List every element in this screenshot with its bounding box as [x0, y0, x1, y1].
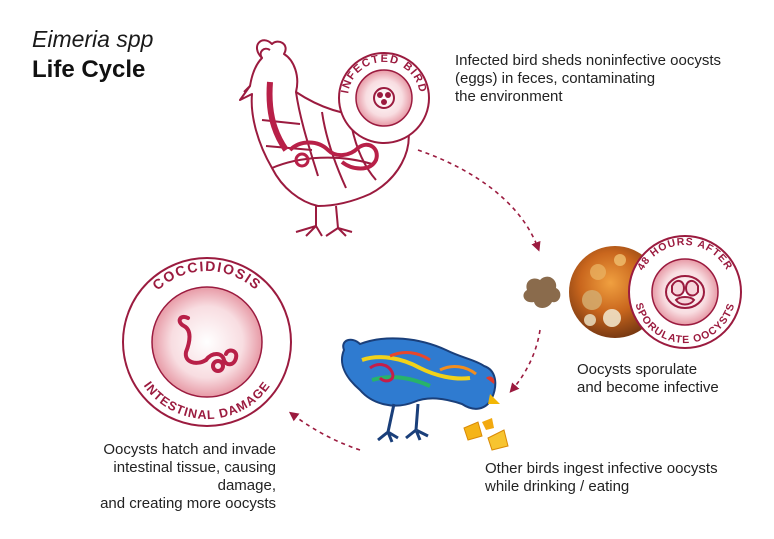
intestine-icon — [177, 315, 239, 373]
species-title: Eimeria spp — [32, 26, 154, 52]
feces-icon — [523, 276, 561, 308]
caption-line: the environment — [455, 88, 563, 105]
oocyst-microscope-icon — [665, 275, 705, 309]
caption-infected-bird: Infected bird sheds noninfective oocysts… — [455, 52, 755, 106]
caption-line: while drinking / eating — [485, 478, 630, 495]
feed-grain-icon — [463, 418, 509, 451]
caption-ingestion: Other birds ingest infective oocysts whi… — [485, 460, 765, 496]
infected-bird-badge: INFECTED BIRD — [338, 52, 430, 144]
caption-line: Infected bird sheds noninfective oocysts — [455, 52, 721, 69]
oocyst-icon — [373, 87, 395, 109]
caption-line: Oocysts sporulate — [577, 361, 698, 378]
caption-line: Other birds ingest infective oocysts — [485, 460, 718, 477]
coccidiosis-badge: COCCIDIOSIS INTESTINAL DAMAGE — [122, 257, 292, 427]
hen-outline-icon — [239, 39, 410, 237]
life-cycle-title: Life Cycle — [32, 56, 146, 83]
caption-sporulation: Oocysts sporulate and become infective — [577, 361, 767, 397]
caption-line: intestinal tissue, causing damage, — [113, 459, 276, 494]
arrow-bird-to-coccidiosis — [288, 411, 361, 451]
caption-line: Oocysts hatch and invade — [103, 441, 276, 458]
arrow-feces-to-bird — [509, 329, 541, 393]
caption-line: (eggs) in feces, contaminating — [455, 70, 656, 87]
cycle-arrows — [288, 149, 541, 451]
caption-line: and become infective — [577, 379, 719, 396]
caption-line: and creating more oocysts — [100, 495, 276, 512]
colorful-chicken-icon — [341, 337, 500, 443]
sporulation-badge: 48 HOURS AFTER SPORULATE OOCYSTS — [628, 235, 742, 349]
arrow-infected-to-feces — [417, 149, 541, 252]
caption-coccidiosis: Oocysts hatch and invade intestinal tiss… — [54, 441, 276, 513]
